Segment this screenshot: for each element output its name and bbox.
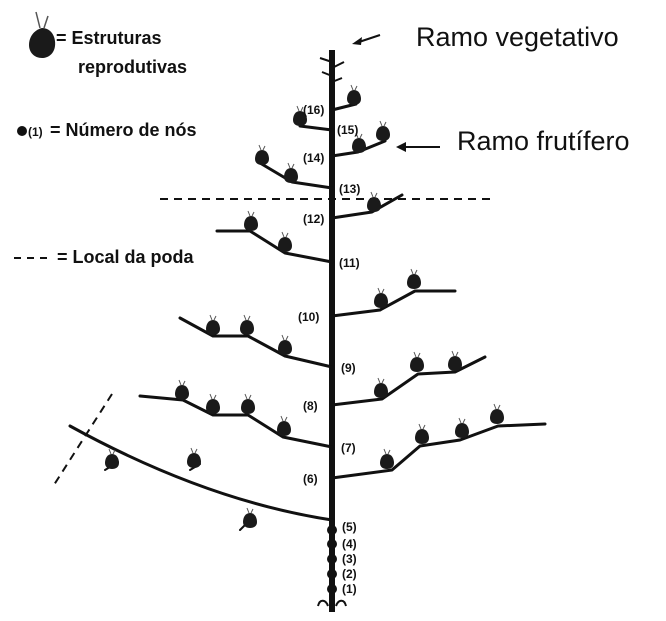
fruiting-branch-6 bbox=[330, 422, 547, 480]
fruiting-branch-15 bbox=[298, 124, 334, 132]
node-dot-icon bbox=[17, 126, 27, 136]
node-label: (14) bbox=[303, 151, 324, 165]
node-label: (11) bbox=[339, 256, 360, 270]
node-label: (15) bbox=[337, 123, 358, 137]
fruiting-branch-label: Ramo frutífero bbox=[457, 126, 630, 156]
node-label: (1) bbox=[342, 582, 357, 596]
vegetative-branch-lower bbox=[68, 424, 334, 522]
fruiting-branch-11 bbox=[215, 229, 334, 264]
node-label: (16) bbox=[303, 103, 324, 117]
legend-node-text: = Número de nós bbox=[50, 120, 197, 140]
side-labels: Ramo vegetativo Ramo frutífero bbox=[352, 22, 630, 156]
prune-line-left bbox=[51, 393, 113, 489]
legend-prune-text: = Local da poda bbox=[57, 247, 195, 267]
node-label: (5) bbox=[342, 520, 357, 534]
fruiting-branch-9 bbox=[178, 316, 334, 369]
node-label: (6) bbox=[303, 472, 318, 486]
node-label: (8) bbox=[303, 399, 318, 413]
fruiting-branch-12 bbox=[330, 193, 404, 220]
node-label: (7) bbox=[341, 441, 356, 455]
node-label: (12) bbox=[303, 212, 324, 226]
node-label: (13) bbox=[339, 182, 360, 196]
node-label: (9) bbox=[341, 361, 356, 375]
node-label: (3) bbox=[342, 552, 357, 566]
main-stem bbox=[317, 50, 347, 612]
vegetative-branch-label: Ramo vegetativo bbox=[416, 22, 619, 52]
node-label: (2) bbox=[342, 567, 357, 581]
legend-reproductive-line1: = Estruturas bbox=[56, 28, 162, 48]
node-label: (4) bbox=[342, 537, 357, 551]
fruiting-branch-7 bbox=[138, 394, 334, 449]
legend: = Estruturas reprodutivas (1) = Número d… bbox=[14, 11, 197, 267]
fruiting-branch-8 bbox=[330, 355, 487, 407]
reproductive-structure-icon bbox=[29, 11, 56, 58]
fruiting-branch-10 bbox=[330, 289, 457, 318]
legend-node-marker: (1) bbox=[28, 125, 43, 139]
fruiting-branch-16 bbox=[330, 102, 358, 112]
node-labels: (1) (2) (3) (4) (5) (6) (7) (8) (9) (10)… bbox=[298, 103, 360, 596]
legend-reproductive-line2: reprodutivas bbox=[78, 57, 187, 77]
node-label: (10) bbox=[298, 310, 319, 324]
